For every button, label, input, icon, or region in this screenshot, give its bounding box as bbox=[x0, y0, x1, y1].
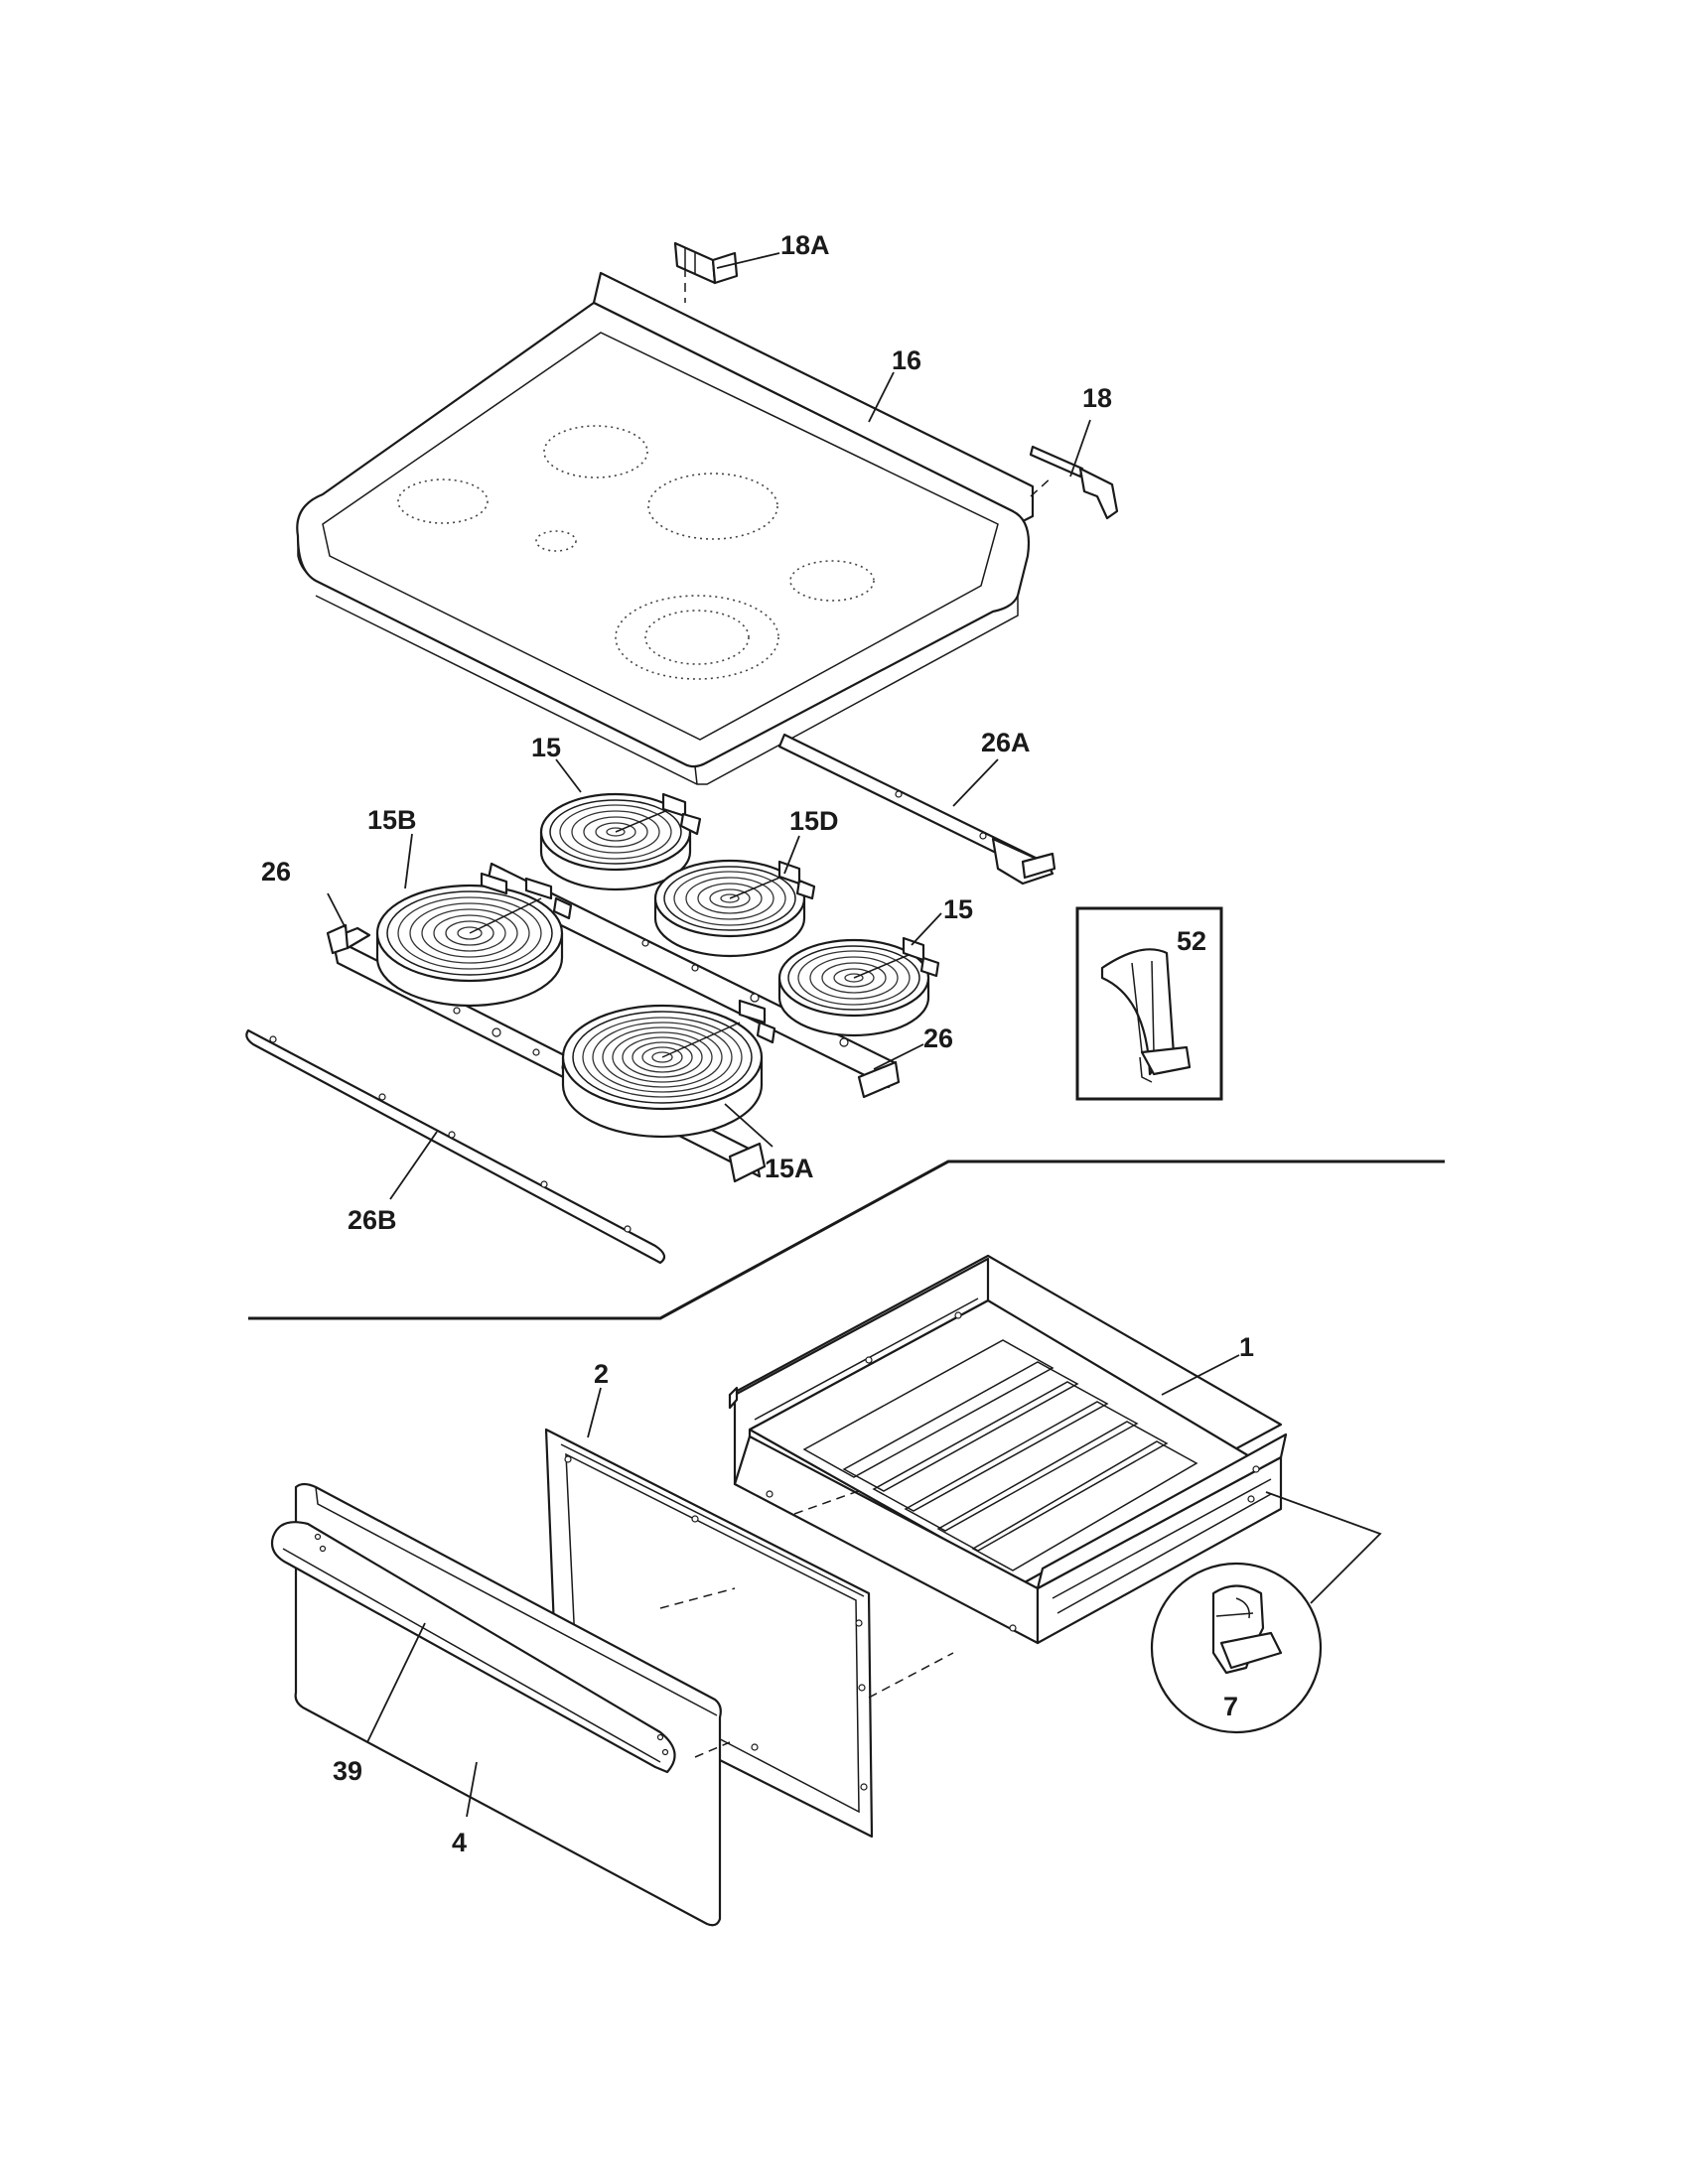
label-15d: 15D bbox=[789, 806, 839, 836]
drawer-handle bbox=[270, 1521, 676, 1774]
section-divider bbox=[248, 1160, 1445, 1320]
surface-element-15-right bbox=[777, 936, 940, 1037]
bracket-18 bbox=[1029, 445, 1119, 520]
bracket-26a bbox=[777, 733, 1056, 886]
label-26-right: 26 bbox=[923, 1024, 953, 1053]
inset-box-52 bbox=[1075, 906, 1223, 1101]
rail-26b bbox=[245, 1028, 666, 1265]
label-18a: 18A bbox=[780, 230, 830, 260]
label-26b: 26B bbox=[348, 1205, 397, 1235]
cooktop-glass-top bbox=[296, 271, 1035, 785]
label-15-right: 15 bbox=[943, 894, 973, 924]
label-26-left: 26 bbox=[261, 857, 291, 887]
label-52: 52 bbox=[1177, 926, 1206, 956]
surface-element-15-top bbox=[539, 792, 702, 891]
label-39: 39 bbox=[333, 1756, 362, 1786]
surface-element-15d bbox=[653, 859, 816, 958]
label-26a: 26A bbox=[981, 728, 1031, 757]
label-2: 2 bbox=[594, 1359, 609, 1389]
label-4: 4 bbox=[452, 1828, 467, 1857]
label-18: 18 bbox=[1082, 383, 1112, 413]
label-15a: 15A bbox=[765, 1154, 814, 1183]
label-16: 16 bbox=[892, 345, 921, 375]
surface-element-15b bbox=[375, 872, 573, 1008]
bracket-18a bbox=[673, 241, 739, 285]
drawer-body bbox=[728, 1254, 1288, 1645]
label-15-top: 15 bbox=[531, 733, 561, 762]
drawer-liner-frame bbox=[544, 1428, 874, 1839]
clip-callout-7 bbox=[1150, 1562, 1323, 1734]
label-15b: 15B bbox=[367, 805, 417, 835]
label-1: 1 bbox=[1239, 1332, 1254, 1362]
label-7: 7 bbox=[1223, 1692, 1238, 1721]
surface-element-15a bbox=[561, 999, 776, 1139]
